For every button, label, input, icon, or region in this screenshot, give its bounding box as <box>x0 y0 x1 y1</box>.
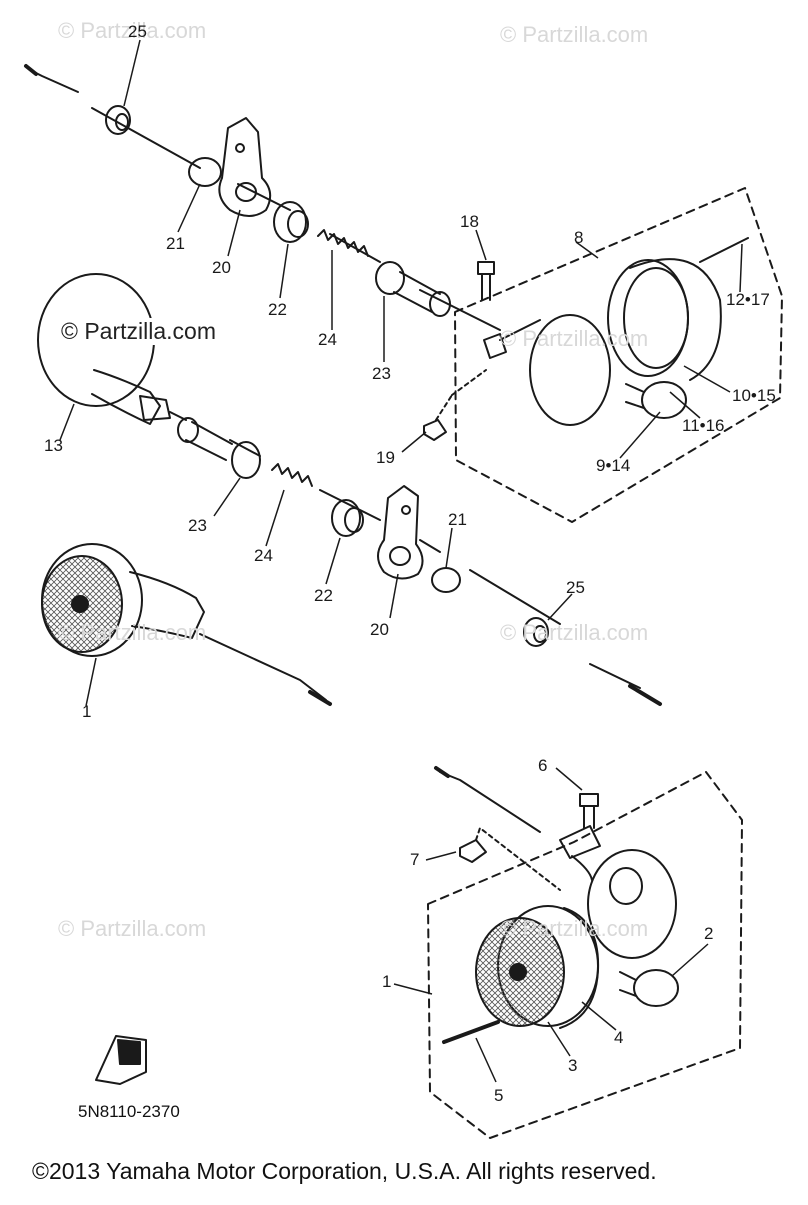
callout-7: 7 <box>410 850 420 869</box>
callout-22-top: 22 <box>268 300 287 319</box>
grommet-22-mid <box>331 499 364 537</box>
callout-11-16: 11•16 <box>682 416 725 435</box>
callout-25-mid: 25 <box>566 578 585 597</box>
callout-5: 5 <box>494 1086 504 1105</box>
callout-22-mid: 22 <box>314 586 333 605</box>
watermark: © Partzilla.com <box>500 22 649 47</box>
callout-2: 2 <box>704 924 714 943</box>
wire-connector-top <box>24 64 79 93</box>
callout-9-14: 9•14 <box>596 456 631 475</box>
callout-23-top: 23 <box>372 364 391 383</box>
wire-lower <box>434 766 541 833</box>
housing-13 <box>37 273 171 425</box>
callout-13: 13 <box>44 436 63 455</box>
callout-4: 4 <box>614 1028 624 1047</box>
callout-23-mid: 23 <box>188 516 207 535</box>
callout-10-15: 10•15 <box>732 386 776 405</box>
watermark: © Partzilla.com <box>500 620 649 645</box>
callout-20-top: 20 <box>212 258 231 277</box>
lamp-assembly-1-mid <box>41 543 332 706</box>
callout-1-mid: 1 <box>82 702 92 721</box>
shaft-top <box>91 107 501 331</box>
callout-24-top: 24 <box>318 330 337 349</box>
screw-12-17 <box>699 237 749 263</box>
dashed-box-8 <box>454 187 783 523</box>
lens-assembly-3-4 <box>475 905 600 1029</box>
callout-12-17: 12•17 <box>726 290 770 309</box>
watermark-center: © Partzilla.com <box>58 318 219 345</box>
bolt-18 <box>477 261 495 301</box>
washer-21-mid <box>431 567 461 593</box>
watermark: © Partzilla.com <box>58 620 207 645</box>
bracket-20-top <box>218 117 272 217</box>
watermark: © Partzilla.com <box>58 916 207 941</box>
shaft-middle <box>169 411 561 625</box>
callout-20-mid: 20 <box>370 620 389 639</box>
watermark: © Partzilla.com <box>58 18 207 43</box>
nut-19 <box>423 419 447 441</box>
nut-25-top <box>105 105 131 135</box>
lens-10-15 <box>607 258 722 381</box>
callout-21-mid: 21 <box>448 510 467 529</box>
screw-5 <box>442 1020 500 1044</box>
collar-23-mid <box>177 417 261 479</box>
bulb-9-14 <box>625 381 687 419</box>
bracket-20-mid <box>377 485 424 580</box>
callout-8: 8 <box>574 228 584 247</box>
bulb-2 <box>619 969 679 1007</box>
diagram-code: 5N8110-2370 <box>78 1102 180 1121</box>
wire-connector-mid <box>589 663 662 706</box>
nut-25-mid <box>523 617 549 647</box>
grommet-22-top <box>273 201 309 243</box>
copyright-notice: ©2013 Yamaha Motor Corporation, U.S.A. A… <box>32 1158 657 1184</box>
spring-24-top <box>317 229 369 257</box>
bolt-6 <box>579 793 599 829</box>
callout-24-mid: 24 <box>254 546 273 565</box>
callout-21-top: 21 <box>166 234 185 253</box>
watermark: © Partzilla.com <box>500 326 649 351</box>
callout-6: 6 <box>538 756 548 775</box>
manual-icon <box>95 1035 147 1085</box>
collar-23-top <box>375 261 451 317</box>
callout-25-top: 25 <box>128 22 147 41</box>
spring-24-mid <box>271 463 313 487</box>
callout-1-low: 1 <box>382 972 392 991</box>
housing-lower <box>559 825 677 959</box>
callout-3: 3 <box>568 1056 578 1075</box>
lamp-housing-8 <box>483 314 611 426</box>
watermark: © Partzilla.com <box>500 916 649 941</box>
callout-19: 19 <box>376 448 395 467</box>
nut-7 <box>459 839 487 863</box>
callout-18: 18 <box>460 212 479 231</box>
washer-21-top <box>188 157 222 187</box>
dashed-box-1 <box>427 771 743 1139</box>
